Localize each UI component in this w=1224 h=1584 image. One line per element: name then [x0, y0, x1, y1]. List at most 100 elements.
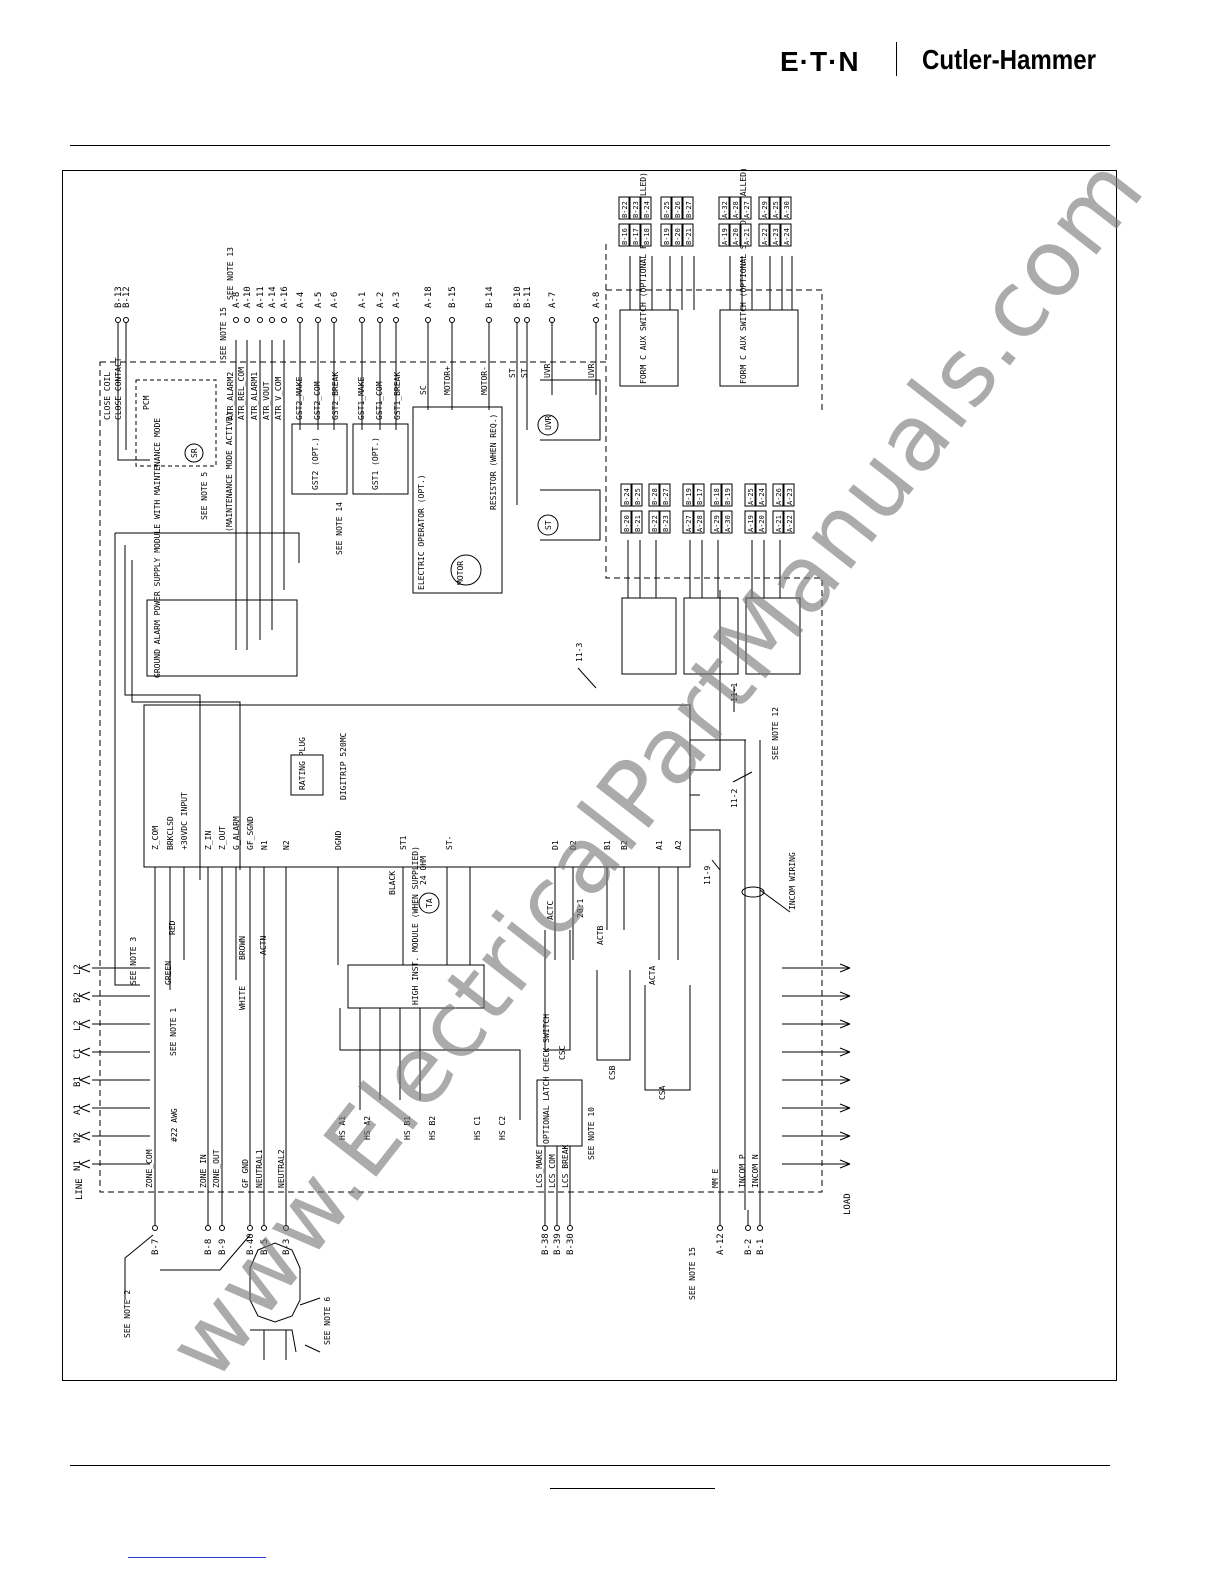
trip-pin: ST1: [399, 835, 408, 850]
signal-label: GST2_BREAK: [331, 372, 340, 420]
aux-terminal-box: [740, 223, 752, 247]
terminal-label: B-3: [282, 1239, 292, 1255]
component-label: MOTOR: [456, 561, 465, 585]
aux-terminal-box: [780, 196, 792, 220]
component-label: TA: [425, 898, 434, 908]
note-label: SEE NOTE 13: [226, 247, 235, 300]
aux-terminal-box: [783, 483, 795, 507]
component-label: PCM: [142, 395, 151, 410]
aux-terminal-box: [780, 223, 792, 247]
aux-terminal-label: A-20: [758, 515, 766, 532]
aux-terminal-label: B-17: [632, 228, 640, 245]
sensor-label: CSB: [608, 1065, 617, 1080]
wire-label: 11-2: [730, 789, 739, 808]
terminal-label: B-8: [204, 1239, 214, 1255]
terminal-label: A-12: [716, 1233, 726, 1255]
aux-terminal-box: [783, 510, 795, 534]
aux-terminal-label: A-28: [732, 201, 740, 218]
terminal-label: A-8: [592, 292, 602, 308]
phase-label: C1: [73, 1048, 83, 1059]
terminal-label: B-40: [246, 1233, 256, 1255]
trip-pin: ST-: [445, 836, 454, 850]
aux-terminal-label: A-24: [758, 488, 766, 505]
aux-terminal-label: A-22: [761, 228, 769, 245]
aux-terminal-label: B-23: [662, 515, 670, 532]
signal-label: INCOM N: [751, 1154, 760, 1188]
aux-terminal-label: B-19: [663, 228, 671, 245]
terminal-label: B-7: [151, 1239, 161, 1255]
signal-label: GST1_COM: [375, 381, 384, 420]
terminal-label: A-8: [232, 292, 242, 308]
aux-terminal-box: [629, 196, 641, 220]
signal-label: CLOSE CONTACT: [114, 357, 123, 420]
logo-separator: [896, 42, 897, 76]
aux-terminal-label: B-19: [685, 488, 693, 505]
aux-terminal-label: A-19: [747, 515, 755, 532]
component-label: GROUND ALARM POWER SUPPLY MODULE WITH MA…: [153, 418, 162, 678]
misc-label: BROWN: [238, 936, 247, 960]
aux-switch-2-box: [683, 597, 739, 675]
aux-terminal-label: B-27: [662, 488, 670, 505]
component-label: FORM C AUX SWITCH (OPTIONAL SECOND INSTA…: [739, 167, 748, 384]
note-label: SEE NOTE 2: [123, 1290, 132, 1338]
diagram-frame: [62, 170, 1117, 1381]
terminal-label: A-7: [548, 292, 558, 308]
ground-alarm-module-box: [146, 599, 298, 677]
aux-terminal-label: B-20: [623, 515, 631, 532]
terminal-label: A-18: [424, 286, 434, 308]
footer-rule: [70, 1465, 1110, 1466]
gst2-box: [291, 423, 348, 495]
aux-terminal-box: [729, 223, 741, 247]
trip-pin: N1: [260, 840, 269, 850]
component-label: UVR: [544, 415, 553, 430]
aux-terminal-box: [772, 510, 784, 534]
note-label: SEE NOTE 6: [323, 1297, 332, 1345]
aux-terminal-label: B-24: [643, 201, 651, 218]
signal-label: ST: [508, 368, 517, 378]
phase-label: L2: [73, 964, 83, 975]
aux-terminal-box: [744, 483, 756, 507]
signal-label: ST: [520, 368, 529, 378]
trip-pin: B1: [603, 840, 612, 850]
high-inst-module-box: [347, 964, 485, 1009]
aux-terminal-label: B-18: [713, 488, 721, 505]
aux-terminal-box: [693, 510, 705, 534]
gst1-box: [352, 423, 409, 495]
terminal-label: B-14: [485, 286, 495, 308]
terminal-label: A-1: [358, 292, 368, 308]
aux-terminal-box: [682, 196, 694, 220]
aux-terminal-box: [718, 223, 730, 247]
aux-terminal-label: B-20: [674, 228, 682, 245]
misc-label: GREEN: [164, 961, 173, 985]
terminal-label: B-10: [513, 286, 523, 308]
terminal-label: B-5: [260, 1239, 270, 1255]
note-label: SEE NOTE 10: [587, 1107, 596, 1160]
signal-label: ATR_ALARM2: [226, 372, 235, 420]
aux-terminal-label: A-29: [761, 201, 769, 218]
sensor-label: ACTC: [546, 901, 555, 920]
sensor-label: HS C1: [473, 1116, 482, 1140]
aux-terminal-box: [755, 510, 767, 534]
misc-label: RED: [168, 920, 177, 935]
aux-terminal-label: A-25: [747, 488, 755, 505]
aux-terminal-box: [660, 223, 672, 247]
component-label: GST1 (OPT.): [371, 437, 380, 490]
terminal-label: A-5: [314, 292, 324, 308]
aux-terminal-box: [772, 483, 784, 507]
misc-label: 24 OHM: [419, 856, 428, 885]
aux-terminal-box: [693, 483, 705, 507]
aux-terminal-box: [729, 196, 741, 220]
aux-terminal-label: A-20: [732, 228, 740, 245]
line-label: LINE: [75, 1178, 85, 1200]
sensor-label: ACTN: [259, 936, 268, 955]
signal-label: ATR_ALARM1: [250, 372, 259, 420]
aux-terminal-label: B-23: [632, 201, 640, 218]
aux-terminal-label: A-26: [775, 488, 783, 505]
signal-label: LCS_MAKE: [535, 1149, 544, 1188]
terminal-label: B-11: [523, 286, 533, 308]
component-label: GST2 (OPT.): [311, 437, 320, 490]
aux-terminal-label: A-32: [721, 201, 729, 218]
note-label: INCOM WIRING: [788, 852, 797, 910]
aux-terminal-label: B-21: [634, 515, 642, 532]
trip-pin: Z_OUT: [218, 826, 227, 850]
